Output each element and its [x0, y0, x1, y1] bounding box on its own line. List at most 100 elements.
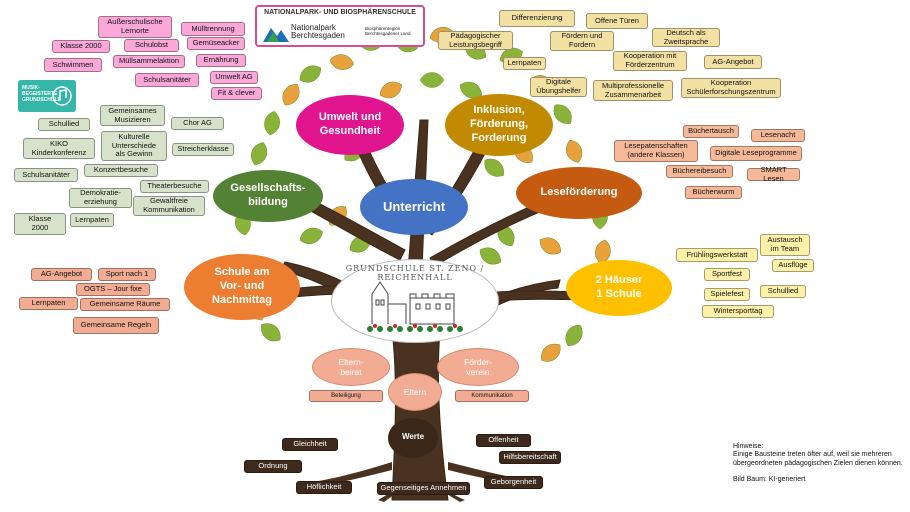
leaf	[299, 227, 323, 244]
leaf	[541, 343, 561, 362]
school-building-icon	[367, 281, 463, 332]
tag-deutsch-als-zweitsprache: Deutsch als Zweitsprache	[652, 28, 720, 47]
tag-gegenseitiges-annehmen: Gegenseitiges Annehmen	[377, 482, 470, 495]
branch-umwelt-und-gesundheit: Umwelt und Gesundheit	[296, 95, 404, 155]
leaf	[379, 81, 403, 99]
tag-gewaltfreie-kommunikation: Gewaltfreie Kommunikation	[133, 196, 205, 216]
tag-fruehlingswerkstatt: Frühlingswerkstatt	[676, 248, 758, 262]
tag-digitale-uebungshelfer: Digitale Übungshelfer	[530, 77, 587, 97]
branch-inklusion: Inklusion, Förderung, Forderung	[445, 94, 553, 156]
tag-kulturelle-unterschiede: Kulturelle Unterschiede als Gewinn	[101, 131, 167, 161]
school-name: GRUNDSCHULE ST. ZENO / REICHENHALL	[345, 264, 485, 282]
branch-gesellschaftsbildung: Gesellschafts- bildung	[213, 170, 323, 222]
note-credit: Bild Baum: KI-generiert	[733, 476, 806, 484]
tag-lernpaten-schule: Lernpaten	[19, 297, 78, 310]
tag-schullied-haeuser: Schullied	[760, 285, 806, 298]
tag-schulsanitaeter: Schulsanitäter	[135, 73, 199, 87]
tag-digitale-leseprogramme: Digitale Leseprogramme	[710, 146, 802, 161]
tag-paedagogischer-leistungsbegriff: Pädagogischer Leistungsbegriff	[438, 31, 513, 50]
school-logo: GRUNDSCHULE ST. ZENO / REICHENHALL	[331, 259, 499, 343]
elternbeirat-oval: Eltern- beirat	[312, 348, 390, 386]
branch-zwei-haeuser-eine-schule: 2 Häuser 1 Schule	[566, 260, 672, 316]
tag-lernpaten-gesellschaft: Lernpaten	[70, 213, 114, 227]
tag-demokratieerziehung: Demokratie- erziehung	[69, 188, 132, 208]
werte-label: Werte	[401, 432, 425, 441]
tag-gemeinsame-raeume: Gemeinsame Räume	[80, 298, 170, 311]
tag-foerdern-und-fordern: Fördern und Fordern	[550, 31, 614, 51]
leaf	[282, 83, 300, 106]
tag-gemeinsame-regeln: Gemeinsame Regeln	[73, 317, 159, 334]
tag-ausserschulische-lernorte: Außerschulische Lernorte	[98, 16, 172, 38]
tag-schwimmen: Schwimmen	[44, 58, 102, 72]
note-body: Einige Bausteine treten öfter auf, weil …	[733, 451, 903, 467]
nationalpark-logo: NATIONALPARK- UND BIOSPHÄRENSCHULE Natio…	[255, 5, 425, 47]
tag-buechertausch: Büchertausch	[683, 125, 739, 138]
tag-sport-nach-1: Sport nach 1	[98, 268, 156, 281]
tag-ogts-jour-fixe: OGTS – Jour fixe	[76, 283, 150, 296]
tag-kommunikation: Kommunikation	[455, 390, 529, 402]
biosphere-region: Biosphärenregion Berchtesgadener Land	[365, 26, 411, 37]
tag-spielefest: Spielefest	[704, 288, 750, 301]
leaf	[419, 72, 445, 88]
foerderverein-oval: Förder- verein	[437, 348, 519, 386]
tag-schulsanitaeter-gesellschaft: Schulsanitäter	[14, 168, 78, 182]
tag-klasse-2000-gesellschaft: Klasse 2000	[14, 213, 66, 235]
tag-lernpaten-inklusion: Lernpaten	[503, 57, 546, 70]
tag-theaterbesuche: Theaterbesuche	[140, 180, 209, 193]
tag-fit-und-clever: Fit & clever	[211, 87, 262, 100]
leaf	[565, 324, 583, 347]
tag-austausch-im-team: Austausch im Team	[760, 234, 810, 256]
tag-sportfest: Sportfest	[704, 268, 750, 281]
tag-ag-angebot-schule: AG-Angebot	[31, 268, 92, 281]
eltern-oval: Eltern	[388, 373, 442, 411]
leaf	[261, 323, 281, 342]
tag-lesepatenschaften: Lesepatenschaften (andere Klassen)	[614, 140, 698, 162]
tag-offenheit: Offenheit	[476, 434, 531, 447]
branch-schule-vor-und-nachmittag: Schule am Vor- und Nachmittag	[184, 254, 300, 320]
mountain-icon	[263, 28, 289, 42]
tag-chor-ag: Chor AG	[171, 117, 224, 130]
tag-kooperation-foerderzentrum: Kooperation mit Förderzentrum	[613, 51, 687, 71]
leaf	[539, 237, 562, 255]
tag-muellsammelaktion: Müllsammelaktion	[113, 55, 185, 68]
tag-hilfsbereitschaft: Hilfsbereitschaft	[499, 451, 561, 464]
tag-multiprofessionelle-zusammenarbeit: Multiprofessionelle Zusammenarbeit	[593, 80, 673, 101]
tag-umwelt-ag: Umwelt AG	[210, 71, 258, 84]
tag-buechereibesuch: Büchereibesuch	[666, 165, 733, 178]
tag-lesenacht: Lesenacht	[751, 129, 805, 142]
tag-ag-angebot-inklusion: AG-Angebot	[704, 55, 762, 69]
tag-buecherwurm: Bücherwurm	[685, 186, 742, 199]
tag-ernaehrung: Ernährung	[196, 54, 246, 67]
leaf	[479, 247, 502, 265]
tag-kooperation-schuelerforschungszentrum: Kooperation Schülerforschungszentrum	[681, 78, 781, 98]
tag-ordnung: Ordnung	[244, 460, 302, 473]
music-note-icon	[52, 86, 72, 106]
tag-differenzierung: Differenzierung	[499, 10, 575, 27]
tag-gleichheit: Gleichheit	[282, 438, 338, 451]
tag-streicherklasse: Streicherklasse	[172, 143, 234, 156]
leaf	[329, 54, 354, 70]
leaf	[251, 142, 268, 166]
tag-schullied: Schullied	[38, 118, 90, 131]
branch-lesefoerderung: Leseförderung	[516, 167, 642, 219]
tag-muelltrennung: Mülltrennung	[181, 22, 245, 36]
nationalpark-name: Nationalpark Berchtesgaden	[291, 23, 345, 41]
tag-schulobst: Schulobst	[124, 39, 179, 52]
leaf	[299, 65, 322, 83]
tag-offene-tueren: Offene Türen	[586, 13, 648, 29]
music-school-badge: MUSIK- BEGEISTERTE GRUNDSCHULE	[18, 80, 76, 112]
tag-beteiligung: Beteiligung	[309, 390, 383, 402]
leaf	[264, 111, 280, 136]
tag-hoeflichkeit: Höflichkeit	[296, 481, 352, 494]
note-heading: Hinweise:	[733, 443, 764, 450]
tag-geborgenheit: Geborgenheit	[484, 476, 543, 489]
tag-gemeinsames-musizieren: Gemeinsames Musizieren	[100, 105, 165, 126]
leaf	[497, 224, 515, 247]
leaf	[566, 139, 583, 163]
leaf	[553, 104, 572, 124]
leaf	[484, 158, 504, 177]
tag-ausfluege: Ausflüge	[772, 259, 814, 272]
note-box: Hinweise: Einige Bausteine treten öfter …	[733, 443, 903, 485]
tag-klasse-2000: Klasse 2000	[52, 40, 110, 53]
werte-knot	[388, 418, 438, 458]
